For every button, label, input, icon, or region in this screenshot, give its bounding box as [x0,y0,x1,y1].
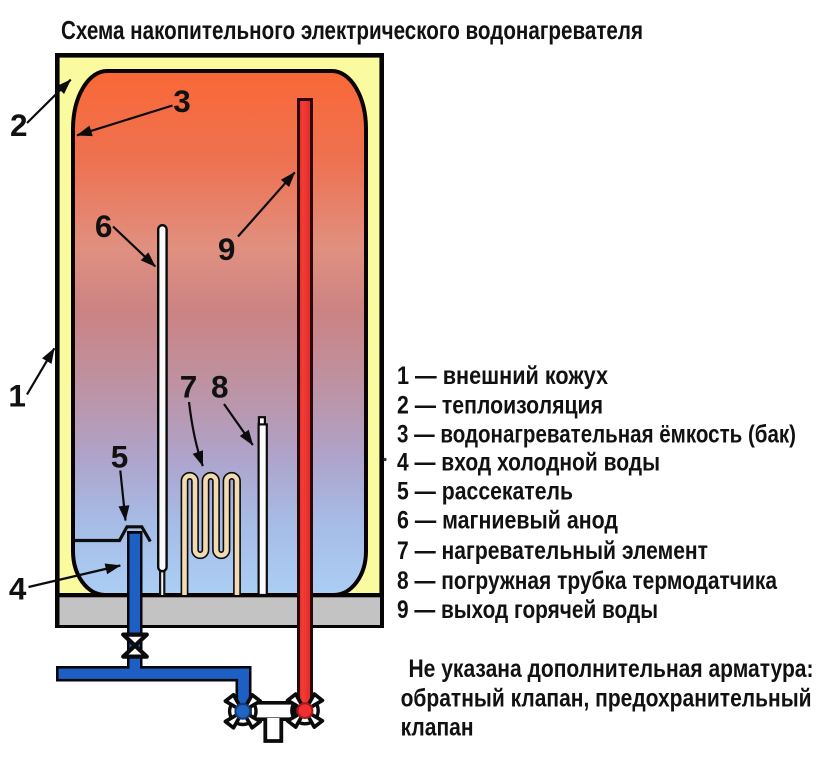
svg-text:обратный клапан, предохранител: обратный клапан, предохранительный [401,684,812,712]
svg-text:Схема накопительного электриче: Схема накопительного электрического водо… [61,15,643,45]
svg-text:2 — теплоизоляция: 2 — теплоизоляция [397,391,603,419]
svg-text:2: 2 [10,107,28,143]
svg-text:7 — нагревательный элемент: 7 — нагревательный элемент [397,537,708,565]
svg-text:5: 5 [111,439,129,475]
svg-text:клапан: клапан [401,714,474,742]
svg-text:1: 1 [8,378,26,414]
svg-text:8 — погружная трубка термодатч: 8 — погружная трубка термодатчика [397,567,778,595]
svg-text:9: 9 [218,231,236,267]
svg-text:6 — магниевый анод: 6 — магниевый анод [397,507,618,535]
svg-text:4 — вход холодной воды: 4 — вход холодной воды [397,449,660,477]
svg-text:8: 8 [211,369,229,405]
svg-text:3: 3 [173,83,191,119]
svg-text:6: 6 [95,208,113,244]
svg-text:4: 4 [9,571,27,607]
svg-text:1 — внешний кожух: 1 — внешний кожух [397,362,608,390]
svg-text:9 — выход горячей воды: 9 — выход горячей воды [397,596,658,624]
svg-text:Не указана дополнительная арма: Не указана дополнительная арматура: [409,655,814,683]
svg-text:5 — рассекатель: 5 — рассекатель [397,478,573,506]
svg-text:7: 7 [180,369,198,405]
svg-text:3 — водонагревательная ёмкость: 3 — водонагревательная ёмкость (бак) [397,421,796,449]
